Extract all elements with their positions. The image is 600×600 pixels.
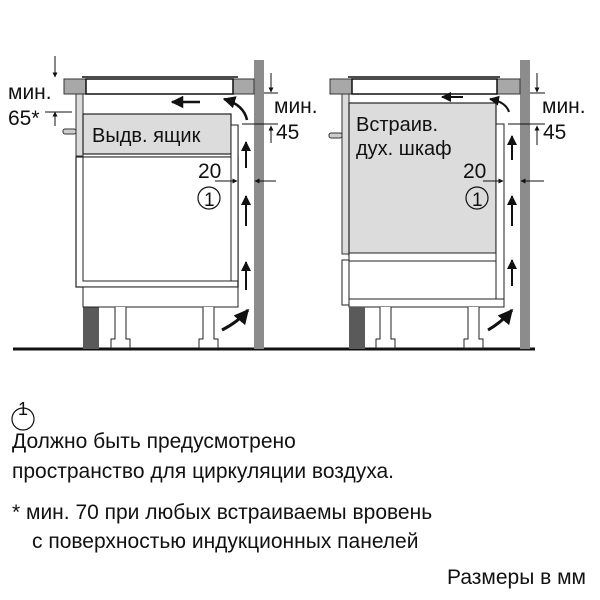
left-side-min-value: 45 [276, 121, 299, 144]
right-gap-value: 20 [463, 160, 486, 183]
left-front-strip [75, 93, 84, 157]
right-hob [351, 78, 498, 95]
left-worktop-front [63, 78, 87, 95]
callout-marker-icon: 1 [11, 399, 35, 431]
installation-diagram: Выдв. ящик мин. 65* мин. 45 20 [8, 56, 586, 351]
right-side-min-value: 45 [543, 121, 566, 144]
left-plinth [83, 307, 99, 349]
right-callout-number: 1 [472, 190, 483, 211]
left-worktop-back [232, 78, 255, 95]
left-cabinet: Выдв. ящик мин. 65* мин. 45 20 [8, 56, 318, 349]
left-wall [254, 60, 264, 349]
right-cabinet: Встраив. дух. шкаф мин. 45 20 1 [328, 60, 586, 349]
note-line-2: пространство для циркуляции воздуха. [12, 460, 394, 483]
left-callout-number: 1 [204, 190, 215, 211]
note-line-3: * мин. 70 при любых встраиваемы вровень [12, 501, 433, 524]
right-wall [520, 60, 530, 349]
note-line-4: с поверхностью индукционных панелей [32, 530, 419, 553]
left-top-min-label: мин. [8, 81, 52, 104]
drawer-label: Выдв. ящик [92, 125, 201, 147]
oven-label-line1: Встраив. [356, 114, 438, 136]
left-hob [85, 78, 234, 95]
svg-text:1: 1 [18, 399, 28, 419]
oven-label-line2: дух. шкаф [356, 138, 452, 160]
drawer-box [82, 113, 232, 155]
units-note: Размеры в мм [447, 566, 586, 589]
note-line-1: Должно быть предусмотрено [12, 430, 296, 453]
left-gap-value: 20 [198, 160, 221, 183]
oven-box [348, 102, 497, 257]
left-side-min-label: мин. [274, 95, 318, 118]
left-top-min-value: 65* [8, 107, 40, 130]
right-side-min-label: мин. [542, 95, 586, 118]
